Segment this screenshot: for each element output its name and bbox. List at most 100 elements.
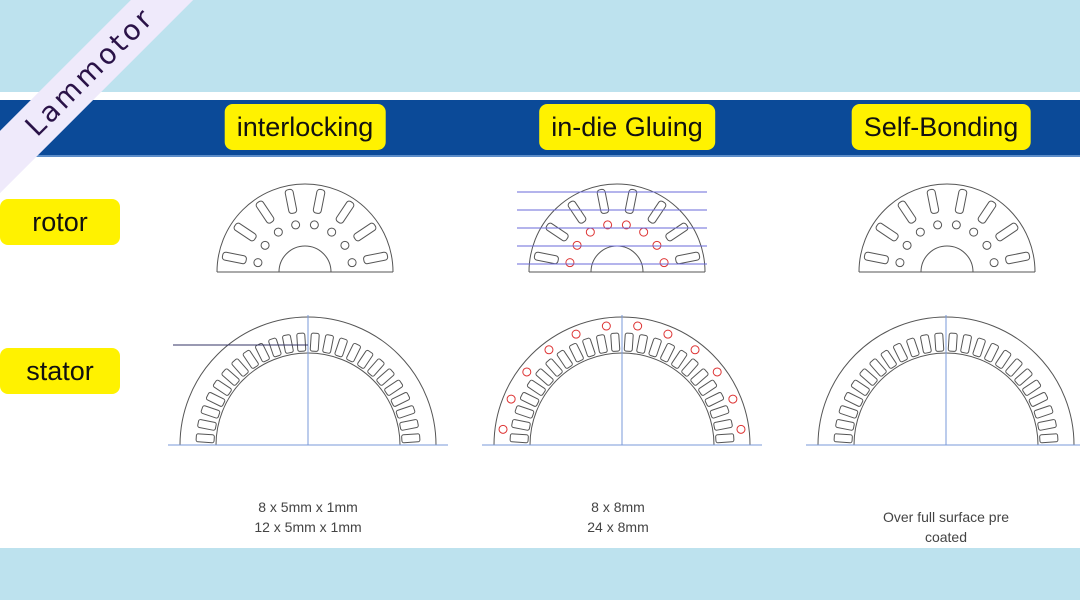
stator-slot	[1022, 379, 1042, 396]
magnet-slot	[567, 200, 587, 224]
stator-slot	[322, 334, 334, 354]
stator-slot	[401, 433, 421, 444]
rotor-shaft-hole	[278, 245, 332, 273]
interlock-point	[982, 240, 992, 250]
rotor-shaft-hole	[920, 245, 974, 273]
stator-slot	[843, 392, 864, 407]
stator-slot	[357, 349, 374, 369]
stator-slot	[376, 368, 395, 386]
glue-dot	[621, 220, 631, 230]
interlock-point	[951, 220, 961, 230]
magnet-slot	[665, 222, 689, 242]
glue-dot	[571, 329, 581, 339]
magnet-slot	[995, 222, 1019, 242]
stator-slot	[296, 332, 307, 352]
stator-slot	[334, 337, 348, 358]
magnet-slot	[221, 251, 247, 265]
stator-slot	[920, 334, 932, 354]
stator-slot	[197, 419, 217, 431]
stator-slot	[195, 433, 215, 444]
glue-dot	[652, 240, 662, 250]
magnet-slot	[897, 200, 917, 224]
stator-slot	[835, 419, 855, 431]
stator-slot	[1028, 392, 1049, 407]
interlock-point	[273, 227, 283, 237]
stator-slot	[221, 368, 240, 386]
interlock-point	[933, 220, 943, 230]
interlock-point	[260, 240, 270, 250]
glue-dot	[728, 394, 738, 404]
stator-slot	[660, 342, 675, 363]
stator-slot	[709, 405, 730, 419]
stator-slot	[231, 358, 249, 377]
note-line: 24 x 8mm	[587, 519, 649, 535]
note-line: 8 x 5mm x 1mm	[258, 499, 358, 515]
stator-slot	[636, 334, 648, 354]
interlock-point	[895, 258, 905, 268]
glue-dot	[544, 345, 554, 355]
stator-slot	[526, 379, 546, 396]
stator-slot	[690, 368, 709, 386]
stator-slot	[556, 349, 573, 369]
stator-slot	[1005, 358, 1023, 377]
magnet-slot	[624, 188, 638, 214]
stator-slot	[893, 342, 908, 363]
stator-slot	[511, 419, 531, 431]
stator-slot	[395, 405, 416, 419]
stator-slot	[390, 392, 411, 407]
row-label-rotor: rotor	[0, 199, 120, 245]
interlock-point	[989, 258, 999, 268]
interlock-point	[309, 220, 319, 230]
stator-slot	[681, 358, 699, 377]
stator-slot	[268, 337, 282, 358]
interlock-point	[327, 227, 337, 237]
stator-slot	[995, 349, 1012, 369]
magnet-slot	[875, 222, 899, 242]
magnet-slot	[233, 222, 257, 242]
column-header-in-die-gluing: in-die Gluing	[539, 104, 715, 150]
stator-slot	[671, 349, 688, 369]
magnet-slot	[312, 188, 326, 214]
glue-dot	[639, 227, 649, 237]
glue-dot	[663, 329, 673, 339]
stator-slot	[1037, 419, 1057, 431]
stator-slot	[569, 342, 584, 363]
stator-slot	[1039, 433, 1059, 444]
stator-slot	[545, 358, 563, 377]
interlock-point	[347, 258, 357, 268]
stator-slot	[960, 334, 972, 354]
interlock-point	[915, 227, 925, 237]
stator-slot	[242, 349, 259, 369]
note-line: 8 x 8mm	[591, 499, 645, 515]
stator-slot	[399, 419, 419, 431]
rotor-outline	[528, 183, 706, 273]
stator-slot	[535, 368, 554, 386]
glue-dot	[736, 424, 746, 434]
stator-slot	[596, 334, 608, 354]
interlock-point	[291, 220, 301, 230]
stator-slot	[648, 337, 662, 358]
stator-slot	[934, 332, 945, 352]
interlock-point	[902, 240, 912, 250]
content-area	[0, 157, 1080, 548]
stator-slot	[509, 433, 529, 444]
magnet-slot	[533, 251, 559, 265]
magnet-slot	[335, 200, 355, 224]
stator-slot	[698, 379, 718, 396]
row-label-stator: stator	[0, 348, 120, 394]
glue-dot	[659, 258, 669, 268]
stator-slot	[309, 332, 320, 352]
magnet-slot	[284, 188, 298, 214]
glue-dot	[601, 321, 611, 331]
stator-slot	[205, 392, 226, 407]
glue-dot	[498, 424, 508, 434]
stator-slot	[255, 342, 270, 363]
glue-dot	[565, 258, 575, 268]
magnet-slot	[596, 188, 610, 214]
glue-dot	[633, 321, 643, 331]
magnet-slot	[647, 200, 667, 224]
stator-slot	[1033, 405, 1054, 419]
stator-slot	[972, 337, 986, 358]
magnet-slot	[255, 200, 275, 224]
